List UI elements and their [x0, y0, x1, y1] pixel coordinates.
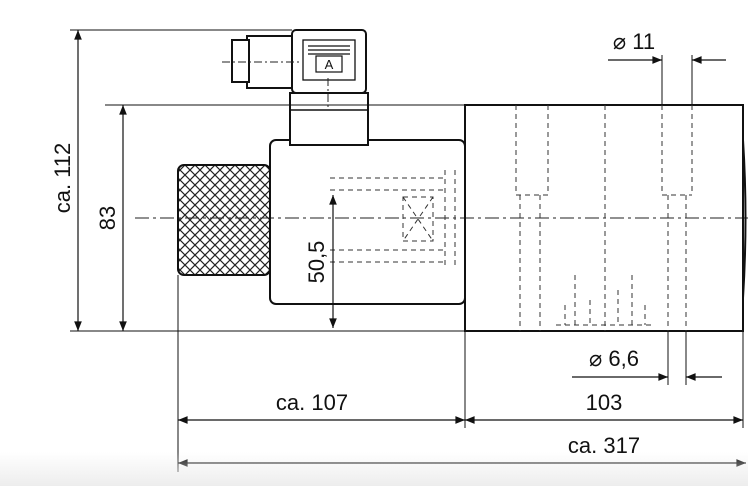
dim-hole-top-label: ⌀ 11 — [613, 29, 655, 54]
dim-shaft-diameter: 50,5 — [304, 195, 337, 328]
dim-shaft-diameter-label: 50,5 — [304, 241, 329, 284]
dim-left-length-label: ca. 107 — [276, 390, 348, 415]
connector-plug: A — [222, 29, 369, 146]
dim-body-height-label: 83 — [95, 206, 120, 230]
dim-hole-bottom: ⌀ 6,6 — [572, 331, 722, 385]
armature-tube — [269, 139, 466, 305]
dim-left-length: ca. 107 — [178, 390, 465, 424]
dim-overall-height-label: ca. 112 — [50, 143, 75, 214]
knurled-knob — [177, 164, 271, 276]
dim-body-length: 103 — [465, 390, 744, 424]
bottom-fade — [0, 452, 748, 486]
dim-body-length-label: 103 — [586, 390, 623, 415]
connector-label: A — [325, 57, 334, 72]
dim-hole-bottom-label: ⌀ 6,6 — [589, 346, 639, 371]
dim-body-height: 83 — [95, 104, 465, 331]
dim-hole-top: ⌀ 11 — [608, 29, 726, 105]
dim-overall-height: ca. 112 — [50, 29, 465, 332]
